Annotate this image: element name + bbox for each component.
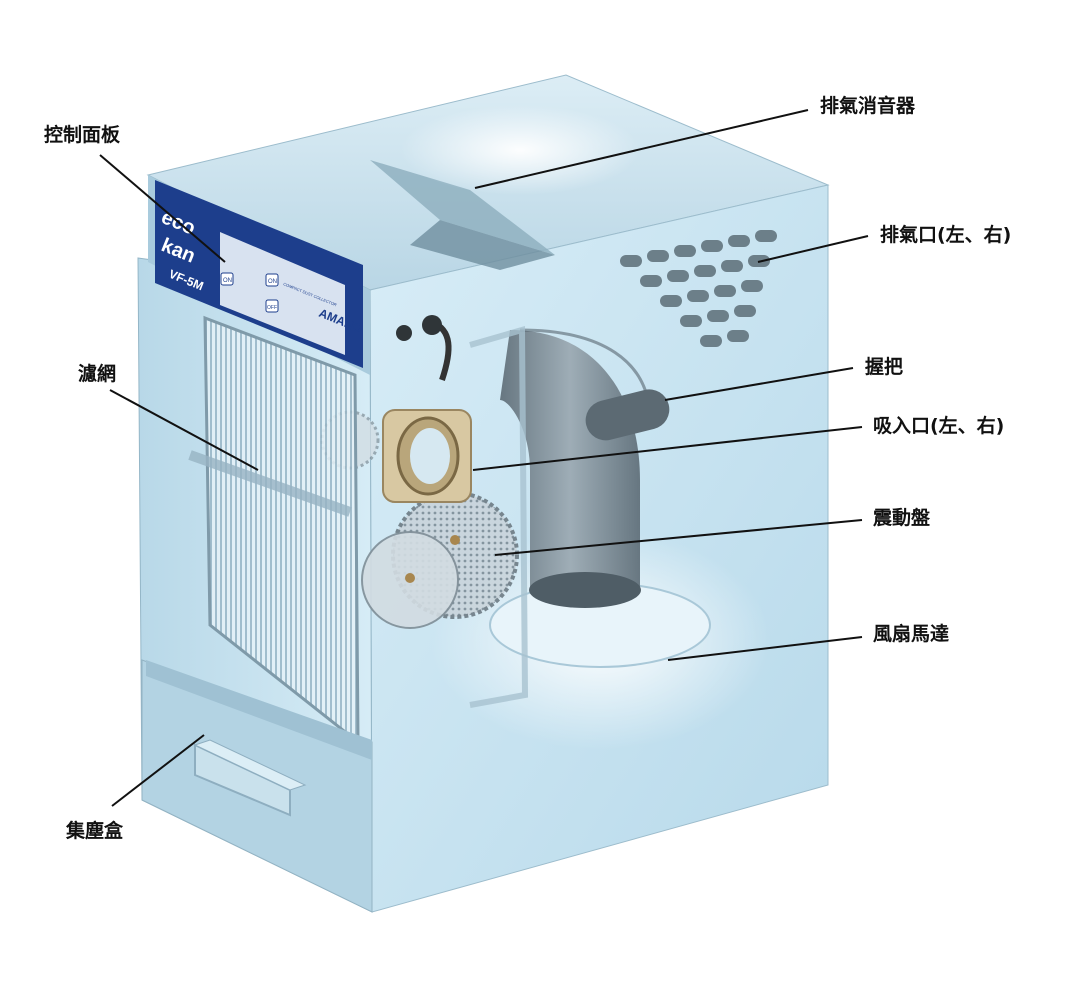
leader-control-panel bbox=[99, 154, 226, 263]
leader-lines bbox=[99, 109, 869, 807]
exhaust-slot bbox=[714, 285, 736, 297]
exhaust-slot bbox=[640, 275, 662, 287]
label-dust-box: 集塵盒 bbox=[66, 820, 124, 842]
dust-box[interactable] bbox=[141, 659, 373, 913]
panel-on-button-2[interactable] bbox=[220, 272, 234, 286]
label-filter: 濾網 bbox=[78, 363, 117, 385]
exhaust-slot bbox=[660, 295, 682, 307]
exhaust-slot bbox=[734, 305, 756, 317]
exhaust-slot bbox=[700, 335, 722, 347]
leader-vibration-disc bbox=[494, 519, 863, 556]
exhaust-slot bbox=[707, 310, 729, 322]
exhaust-slot bbox=[674, 245, 696, 257]
exhaust-ports bbox=[620, 230, 777, 347]
leader-exhaust-port bbox=[757, 235, 869, 263]
panel-off-label: OFF bbox=[267, 305, 277, 311]
exhaust-slot bbox=[620, 255, 642, 267]
leader-handle bbox=[664, 367, 854, 401]
exhaust-slot bbox=[694, 265, 716, 277]
handle[interactable] bbox=[581, 385, 673, 444]
exhaust-slot bbox=[721, 260, 743, 272]
panel-off-button[interactable] bbox=[265, 299, 279, 313]
exhaust-slot bbox=[755, 230, 777, 242]
label-fan-motor: 風扇馬達 bbox=[873, 623, 950, 645]
leader-filter bbox=[109, 389, 259, 471]
label-exhaust-port: 排氣口(左、右) bbox=[880, 224, 1012, 246]
exhaust-slot bbox=[741, 280, 763, 292]
exhaust-slot bbox=[701, 240, 723, 252]
label-vibration-disc: 震動盤 bbox=[873, 507, 931, 529]
label-exhaust-muffler: 排氣消音器 bbox=[820, 95, 916, 117]
label-control-panel: 控制面板 bbox=[44, 124, 121, 146]
internals bbox=[320, 315, 770, 750]
leader-dust-box bbox=[111, 734, 205, 807]
label-handle: 握把 bbox=[865, 356, 904, 378]
control-panel: eco kan VF-5M COMPACT DUST COLLECTOR ON … bbox=[155, 180, 364, 368]
exhaust-slot bbox=[647, 250, 669, 262]
leader-fan-motor bbox=[667, 636, 863, 661]
panel-on-button[interactable] bbox=[265, 273, 279, 287]
leader-exhaust-muffler bbox=[474, 109, 809, 189]
exhaust-slot bbox=[727, 330, 749, 342]
exhaust-slot bbox=[728, 235, 750, 247]
exhaust-slot bbox=[667, 270, 689, 282]
panel-on-label: ON bbox=[268, 279, 277, 285]
exhaust-slot bbox=[687, 290, 709, 302]
label-intake-port: 吸入口(左、右) bbox=[873, 415, 1005, 437]
exhaust-muffler bbox=[370, 105, 640, 270]
panel-on-label-2: ON bbox=[223, 278, 232, 284]
exhaust-slot bbox=[680, 315, 702, 327]
leader-intake-port bbox=[472, 426, 863, 471]
